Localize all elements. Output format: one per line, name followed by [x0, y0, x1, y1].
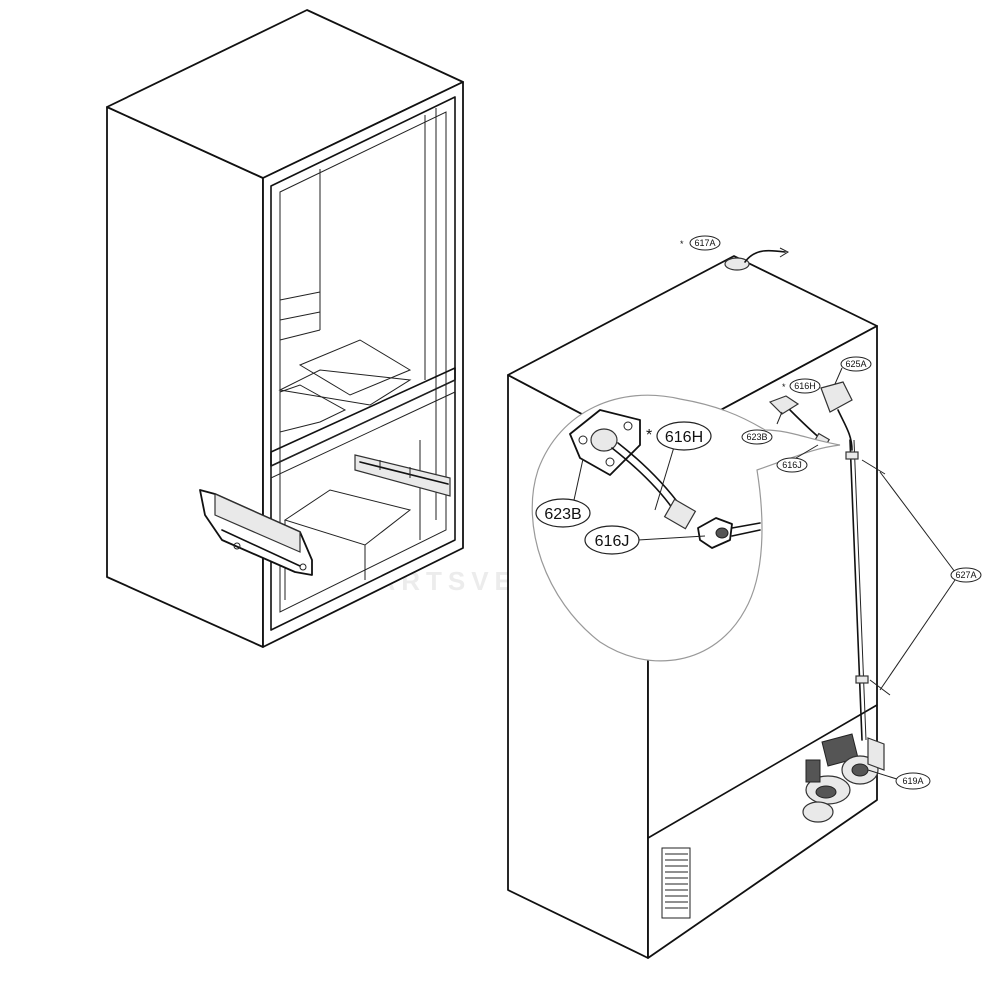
grommet-617A [724, 257, 750, 271]
label-bubble-616H-detail [656, 421, 712, 451]
label-bubble-625A [840, 356, 872, 372]
bracket-623B-small [768, 395, 800, 415]
label-616H-small: 616H [794, 381, 816, 391]
asterisk-616H-small: * [782, 382, 786, 392]
label-623B-small: 623B [746, 432, 767, 442]
label-bubble-616J-small [776, 457, 808, 473]
label-616H-detail: 616H [665, 429, 703, 446]
label-bubble-623B-small [741, 429, 773, 445]
label-616J-detail: 616J [595, 533, 630, 550]
label-623B-detail: 623B [544, 506, 581, 523]
asterisk-616H-detail: * [646, 427, 652, 444]
label-616J-small: 616J [782, 460, 802, 470]
water-tube [849, 439, 863, 741]
label-bubble-616J-detail [584, 525, 640, 555]
label-bubble-623B-detail [535, 498, 591, 528]
label-bubble-619A [895, 772, 931, 790]
label-bubble-616H-small [789, 378, 821, 394]
label-617A: 617A [694, 238, 715, 248]
label-627A: 627A [955, 570, 976, 580]
valve-625A [820, 381, 853, 413]
fitting-616J-detail [697, 517, 733, 549]
left-refrigerator-cabinet [106, 9, 464, 648]
vent-grille [661, 847, 691, 919]
label-619A: 619A [902, 776, 923, 786]
detail-callout [531, 394, 841, 662]
label-625A: 625A [845, 359, 866, 369]
tube-top [744, 249, 786, 263]
fitting-616H-detail [663, 498, 697, 530]
label-bubble-617A [689, 235, 721, 251]
water-valve-assembly [802, 733, 885, 823]
asterisk-617A: * [680, 239, 684, 249]
leader-lines [573, 367, 956, 781]
label-bubble-627A [950, 567, 982, 583]
